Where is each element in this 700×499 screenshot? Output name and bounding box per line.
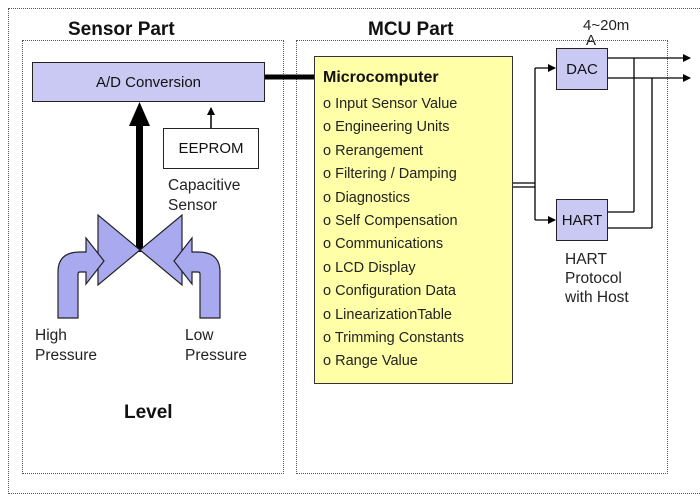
list-item: o Diagnostics bbox=[323, 189, 411, 206]
list-item: o Configuration Data bbox=[323, 283, 456, 300]
list-item: o Communications bbox=[323, 236, 444, 253]
low-pressure-arrow bbox=[173, 236, 221, 319]
hart-protocol-label: HART Protocol with Host bbox=[565, 251, 629, 306]
dac-label: DAC bbox=[566, 60, 598, 78]
list-item: o Trimming Constants bbox=[323, 329, 465, 346]
list-item: o Filtering / Damping bbox=[323, 166, 457, 183]
list-item: o Rerangement bbox=[323, 142, 423, 159]
high-pressure-arrow bbox=[57, 236, 105, 319]
ad-conversion-label: A/D Conversion bbox=[95, 73, 202, 91]
high-pressure-label: High Pressure bbox=[35, 327, 98, 364]
dac-box: DAC bbox=[556, 48, 608, 90]
ad-conversion-box: A/D Conversion bbox=[32, 62, 265, 102]
list-item: o LCD Display bbox=[323, 259, 416, 276]
outer-frame bbox=[8, 8, 700, 494]
level-label: Level bbox=[124, 402, 173, 423]
sensor-to-ad-arrow bbox=[129, 102, 150, 252]
sensor-part-panel bbox=[22, 40, 284, 474]
capacitive-sensor-label: Capacitive Sensor bbox=[168, 177, 241, 214]
microcomputer-title: Microcomputer bbox=[323, 69, 439, 86]
list-item: o Self Compensation bbox=[323, 212, 458, 229]
micro-to-outputs-link bbox=[513, 68, 536, 220]
current-output-label: 4~20m A bbox=[583, 17, 630, 49]
eeprom-box: EEPROM bbox=[163, 128, 259, 169]
eeprom-label: EEPROM bbox=[178, 140, 244, 157]
hart-box: HART bbox=[556, 199, 608, 241]
microcomputer-box: Microcomputer o Input Sensor Value o Eng… bbox=[314, 56, 513, 384]
list-item: o LinearizationTable bbox=[323, 306, 452, 323]
microcomputer-function-list: o Input Sensor Value o Engineering Units… bbox=[323, 93, 464, 374]
list-item: o Input Sensor Value bbox=[323, 96, 458, 112]
hart-label: HART bbox=[561, 211, 603, 229]
mcu-part-panel bbox=[296, 40, 668, 474]
low-pressure-label: Low Pressure bbox=[185, 327, 248, 364]
list-item: o Range Value bbox=[323, 353, 418, 370]
sensor-part-title: Sensor Part bbox=[68, 19, 175, 40]
list-item: o Engineering Units bbox=[323, 119, 450, 136]
mcu-part-title: MCU Part bbox=[368, 19, 454, 40]
output-lines bbox=[608, 54, 691, 229]
